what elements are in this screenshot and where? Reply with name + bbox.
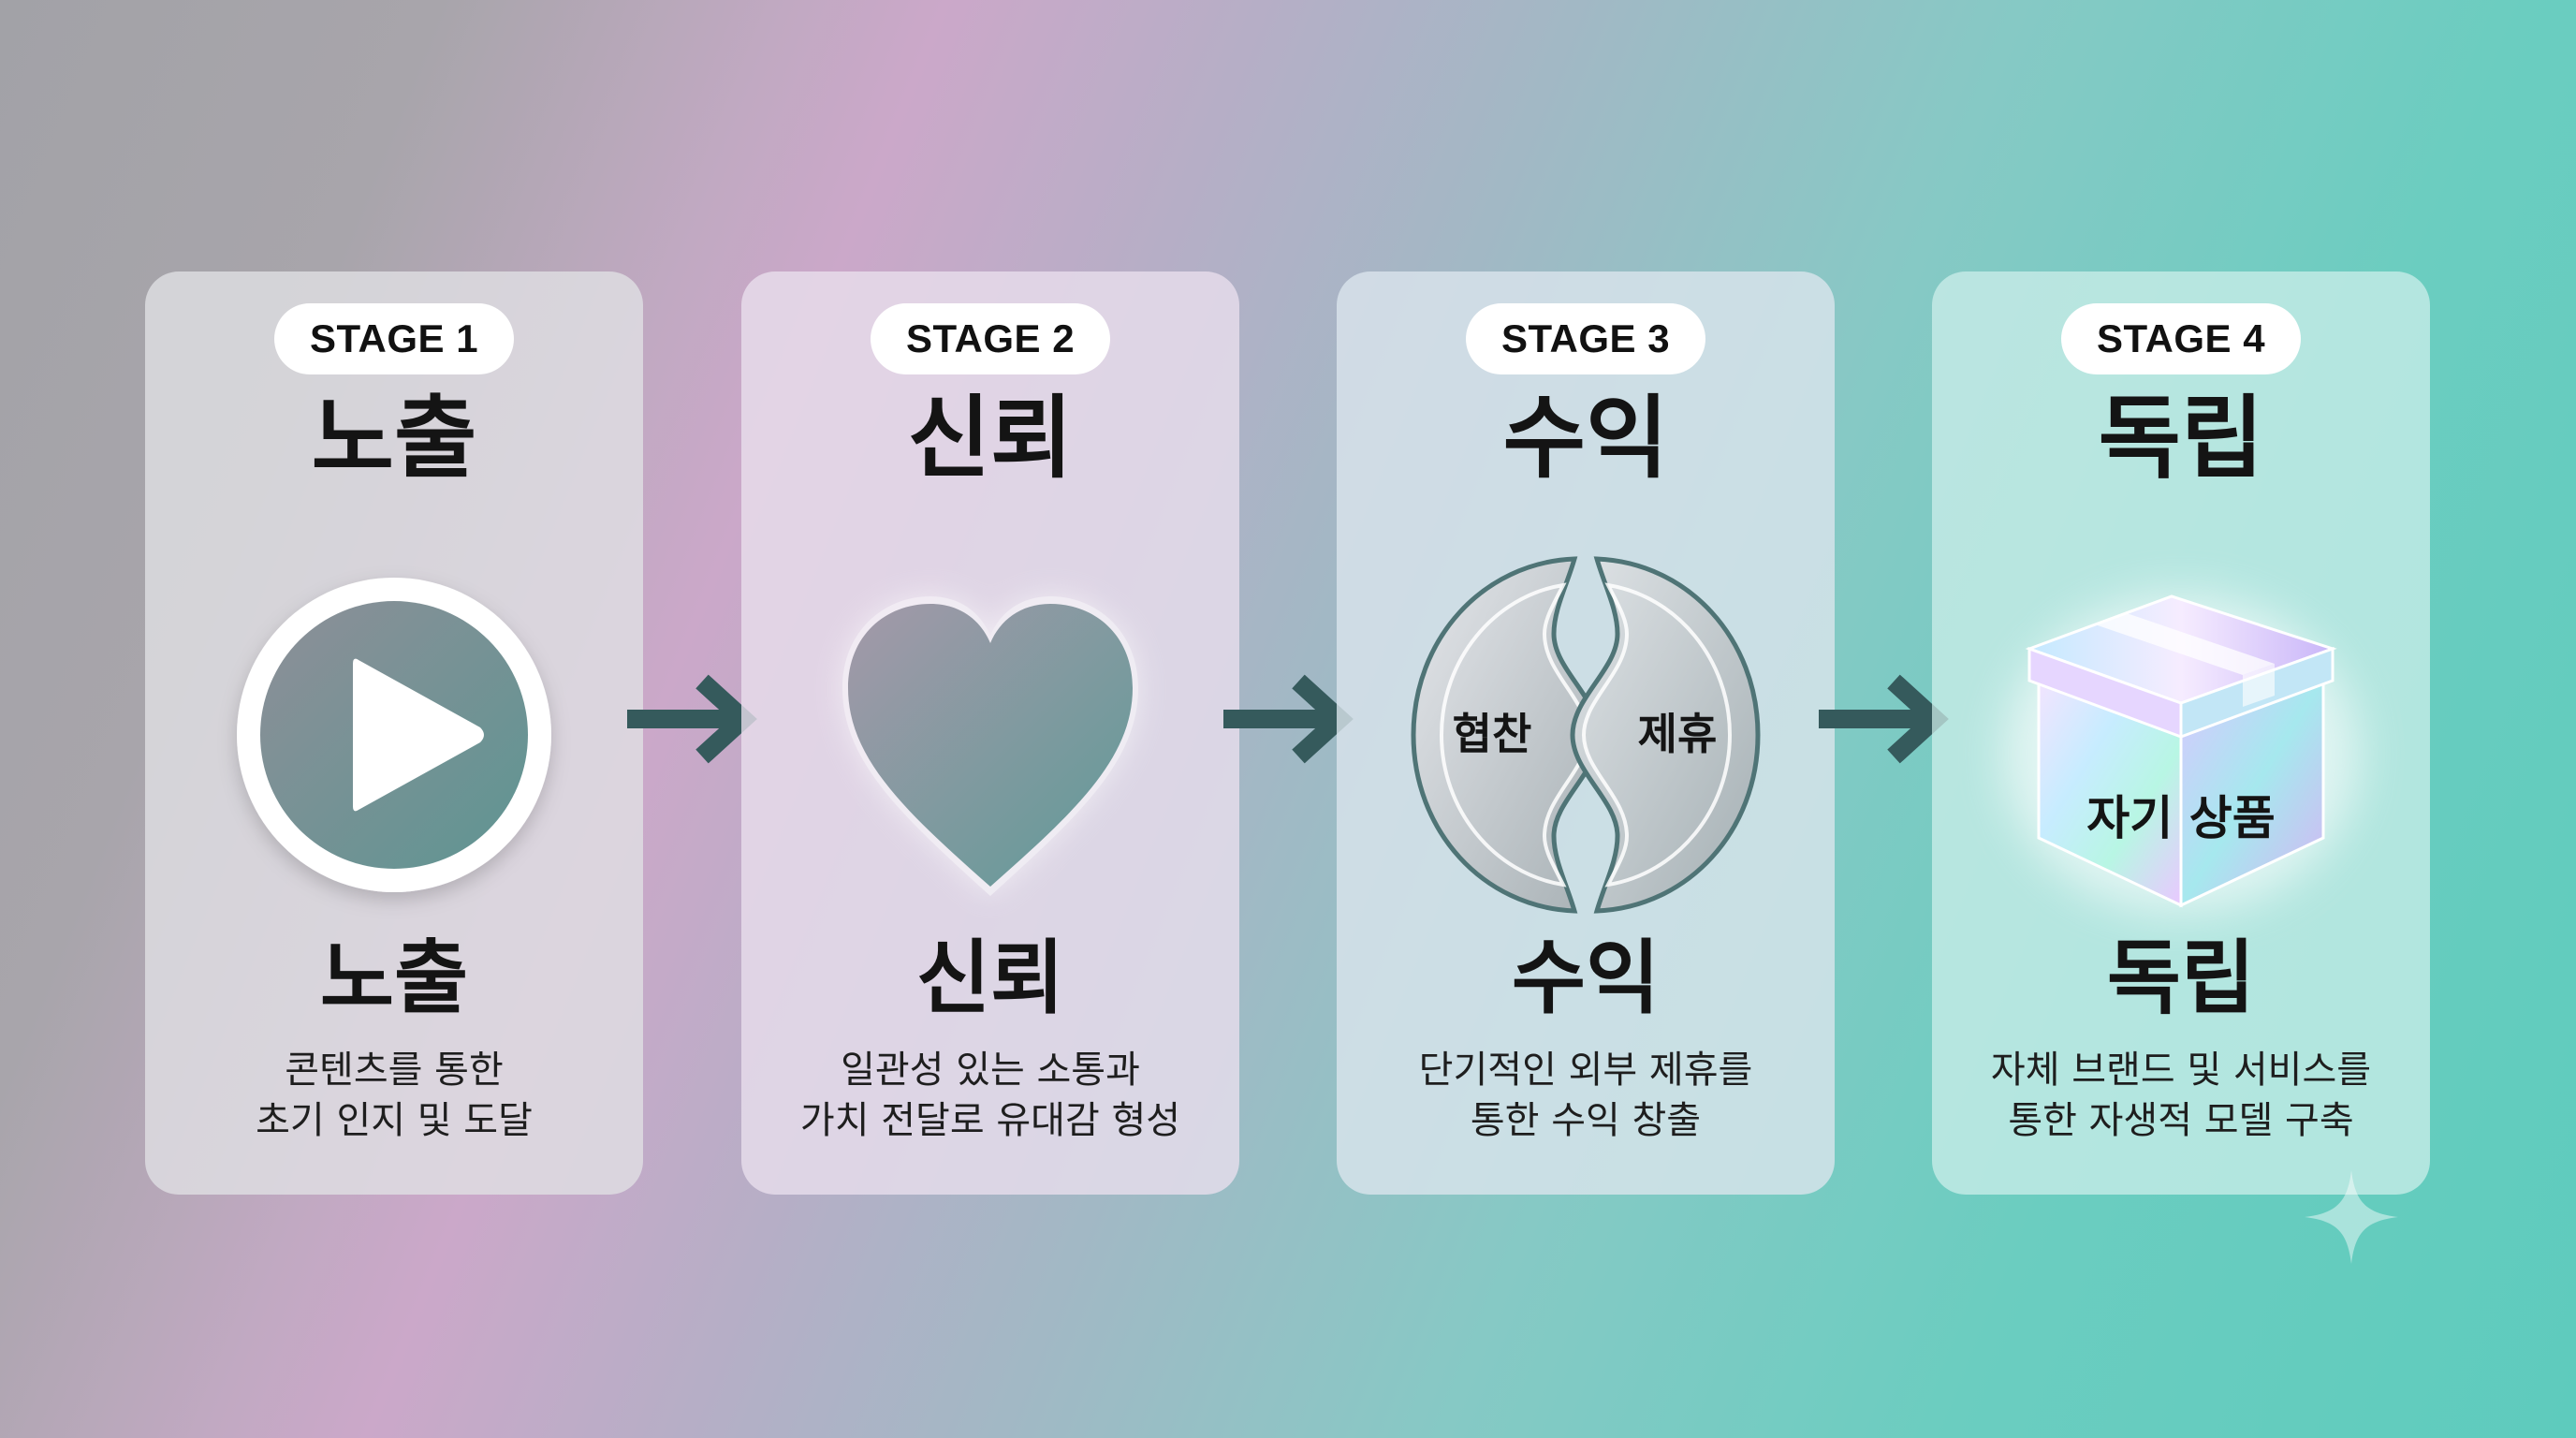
stage-3-badge: STAGE 3 bbox=[1466, 303, 1705, 374]
split-circle-label-right: 제휴 bbox=[1638, 709, 1718, 759]
stage-1-description: 콘텐츠를 통한 초기 인지 및 도달 bbox=[145, 1045, 643, 1146]
stage-1-title: 노출 bbox=[311, 386, 477, 491]
stage-2-title: 신뢰 bbox=[907, 386, 1074, 491]
stage-3-description-line-2: 통한 수익 창출 bbox=[1470, 1099, 1702, 1142]
product-box-icon: 자기 상품 bbox=[1984, 538, 2378, 932]
stage-2-card: STAGE 2 신뢰 신뢰 일관성 있는 소통과 가치 전달로 유대감 형성 bbox=[741, 271, 1239, 1195]
product-box-label: 자기 상품 bbox=[2086, 791, 2275, 845]
arrow-right-icon bbox=[627, 674, 757, 764]
stage-4-title: 독립 bbox=[2098, 386, 2264, 491]
stage-3-description: 단기적인 외부 제휴를 통한 수익 창출 bbox=[1337, 1045, 1835, 1146]
play-button-icon bbox=[198, 538, 591, 932]
arrow-right-icon bbox=[1223, 674, 1354, 764]
split-circle-icon: 협찬 제휴 bbox=[1389, 538, 1782, 932]
stage-4-subtitle: 독립 bbox=[2106, 932, 2256, 1025]
stage-1-description-line-2: 초기 인지 및 도달 bbox=[256, 1099, 533, 1142]
stage-1-card: STAGE 1 노출 노출 콘텐츠를 통한 초기 인지 및 도달 bbox=[145, 271, 643, 1195]
sparkle-icon bbox=[2305, 1170, 2398, 1264]
stage-1-badge: STAGE 1 bbox=[274, 303, 514, 374]
stage-2-badge: STAGE 2 bbox=[871, 303, 1110, 374]
stage-3-subtitle: 수익 bbox=[1511, 932, 1661, 1025]
stage-4-description-line-2: 통한 자생적 모델 구축 bbox=[2008, 1099, 2354, 1142]
stage-4-description: 자체 브랜드 및 서비스를 통한 자생적 모델 구축 bbox=[1932, 1045, 2430, 1146]
stage-2-description: 일관성 있는 소통과 가치 전달로 유대감 형성 bbox=[741, 1045, 1239, 1146]
stage-3-description-line-1: 단기적인 외부 제휴를 bbox=[1418, 1049, 1753, 1092]
stage-4-card: STAGE 4 독립 bbox=[1932, 271, 2430, 1195]
split-circle-label-left: 협찬 bbox=[1453, 709, 1532, 759]
stage-1-description-line-1: 콘텐츠를 통한 bbox=[285, 1049, 504, 1092]
stage-2-subtitle: 신뢰 bbox=[915, 932, 1065, 1025]
heart-icon bbox=[794, 538, 1187, 932]
stage-3-card: STAGE 3 수익 협찬 제휴 수익 단기적인 bbox=[1337, 271, 1835, 1195]
stage-4-badge: STAGE 4 bbox=[2061, 303, 2301, 374]
stage-2-description-line-1: 일관성 있는 소통과 bbox=[841, 1049, 1140, 1092]
arrow-right-icon bbox=[1819, 674, 1949, 764]
stage-2-description-line-2: 가치 전달로 유대감 형성 bbox=[799, 1099, 1181, 1142]
stage-4-description-line-1: 자체 브랜드 및 서비스를 bbox=[1990, 1049, 2372, 1092]
stage-1-subtitle: 노출 bbox=[319, 932, 469, 1025]
stage-3-title: 수익 bbox=[1502, 386, 1669, 491]
